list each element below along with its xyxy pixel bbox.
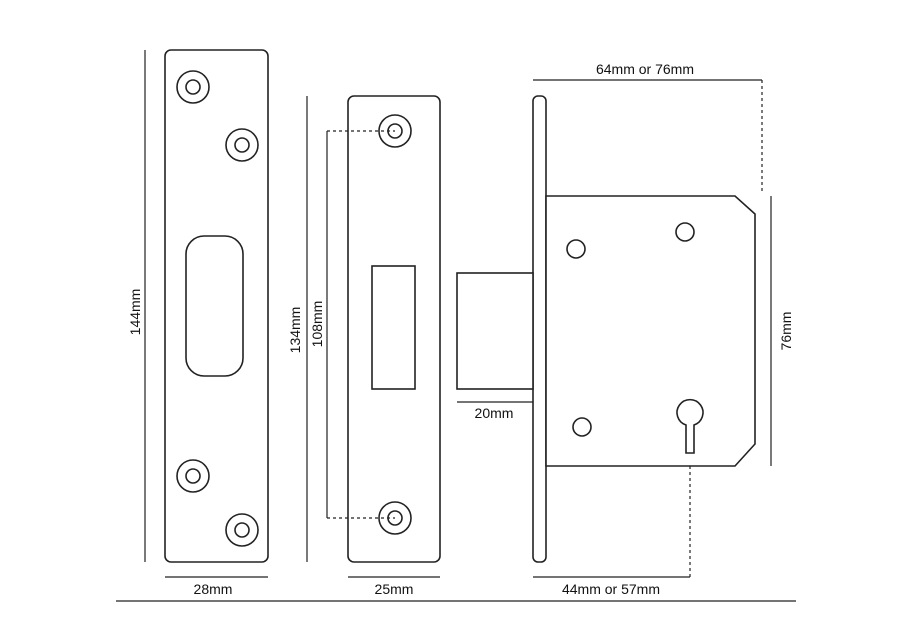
strike-screw-hole-4 xyxy=(225,513,259,547)
lock-forend-edge xyxy=(532,95,547,563)
case-height-dimension: 76mm xyxy=(770,196,794,466)
forend-bolt-slot xyxy=(371,265,416,390)
fixing-centres-dimension: 108mm xyxy=(309,130,395,519)
lock-bolt xyxy=(456,272,534,390)
case-depth-label: 64mm or 76mm xyxy=(596,61,694,77)
strike-height-label: 144mm xyxy=(127,289,143,336)
bolt-throw-label: 20mm xyxy=(475,405,514,421)
case-height-label: 76mm xyxy=(778,312,794,351)
strike-bolt-opening xyxy=(185,235,244,377)
backset-label: 44mm or 57mm xyxy=(562,581,660,597)
forend-height-label: 134mm xyxy=(287,307,303,354)
strike-screw-hole-2 xyxy=(225,128,259,162)
lock-body xyxy=(456,95,756,563)
strike-plate xyxy=(164,49,269,563)
case-rivet-3 xyxy=(572,417,592,437)
bolt-throw-dimension: 20mm xyxy=(457,401,533,421)
forend-height-dimension: 134mm xyxy=(287,96,308,562)
lock-case xyxy=(545,195,756,467)
keyhole-icon xyxy=(676,398,704,454)
case-rivet-1 xyxy=(566,239,586,259)
backset-dimension: 44mm or 57mm xyxy=(533,466,691,597)
forend-plate xyxy=(347,95,441,563)
strike-width-label: 28mm xyxy=(194,581,233,597)
strike-width-dimension: 28mm xyxy=(165,576,268,597)
strike-screw-hole-3 xyxy=(176,459,210,493)
case-depth-dimension: 64mm or 76mm xyxy=(533,61,763,194)
case-rivet-2 xyxy=(675,222,695,242)
forend-width-label: 25mm xyxy=(375,581,414,597)
strike-screw-hole-1 xyxy=(176,70,210,104)
fixing-centres-label: 108mm xyxy=(309,301,325,348)
forend-width-dimension: 25mm xyxy=(348,576,440,597)
strike-height-dimension: 144mm xyxy=(127,50,146,562)
